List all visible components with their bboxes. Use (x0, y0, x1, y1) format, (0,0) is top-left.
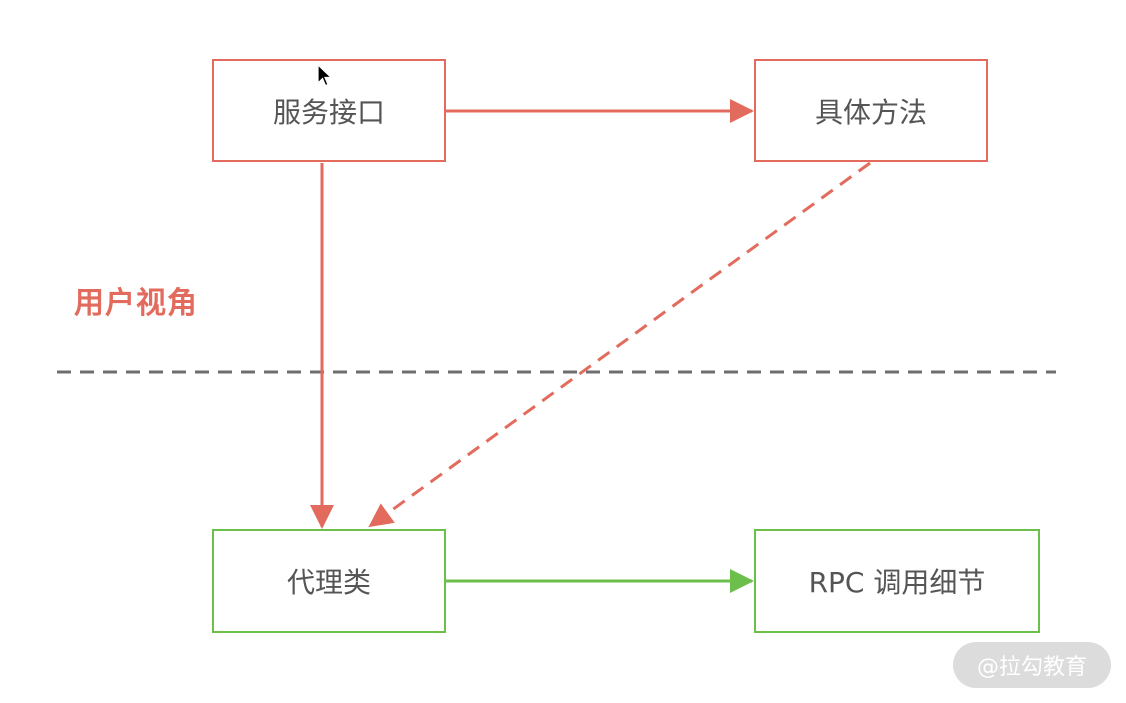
watermark-badge: @拉勾教育 (953, 642, 1111, 688)
specific-method-label: 具体方法 (814, 95, 927, 129)
rpc-details-label: RPC 调用细节 (808, 566, 986, 599)
watermark-text: @拉勾教育 (976, 655, 1087, 680)
proxy-class-label: 代理类 (286, 566, 371, 599)
mouse-pointer-icon (317, 64, 333, 87)
proxy-class-box: 代理类 (212, 529, 446, 633)
rpc-details-box: RPC 调用细节 (754, 529, 1040, 633)
user-perspective-label: 用户视角 (74, 286, 198, 321)
arrow-method-to-proxy (368, 161, 871, 528)
service-interface-label: 服务接口 (272, 95, 385, 129)
specific-method-box: 具体方法 (754, 59, 988, 162)
